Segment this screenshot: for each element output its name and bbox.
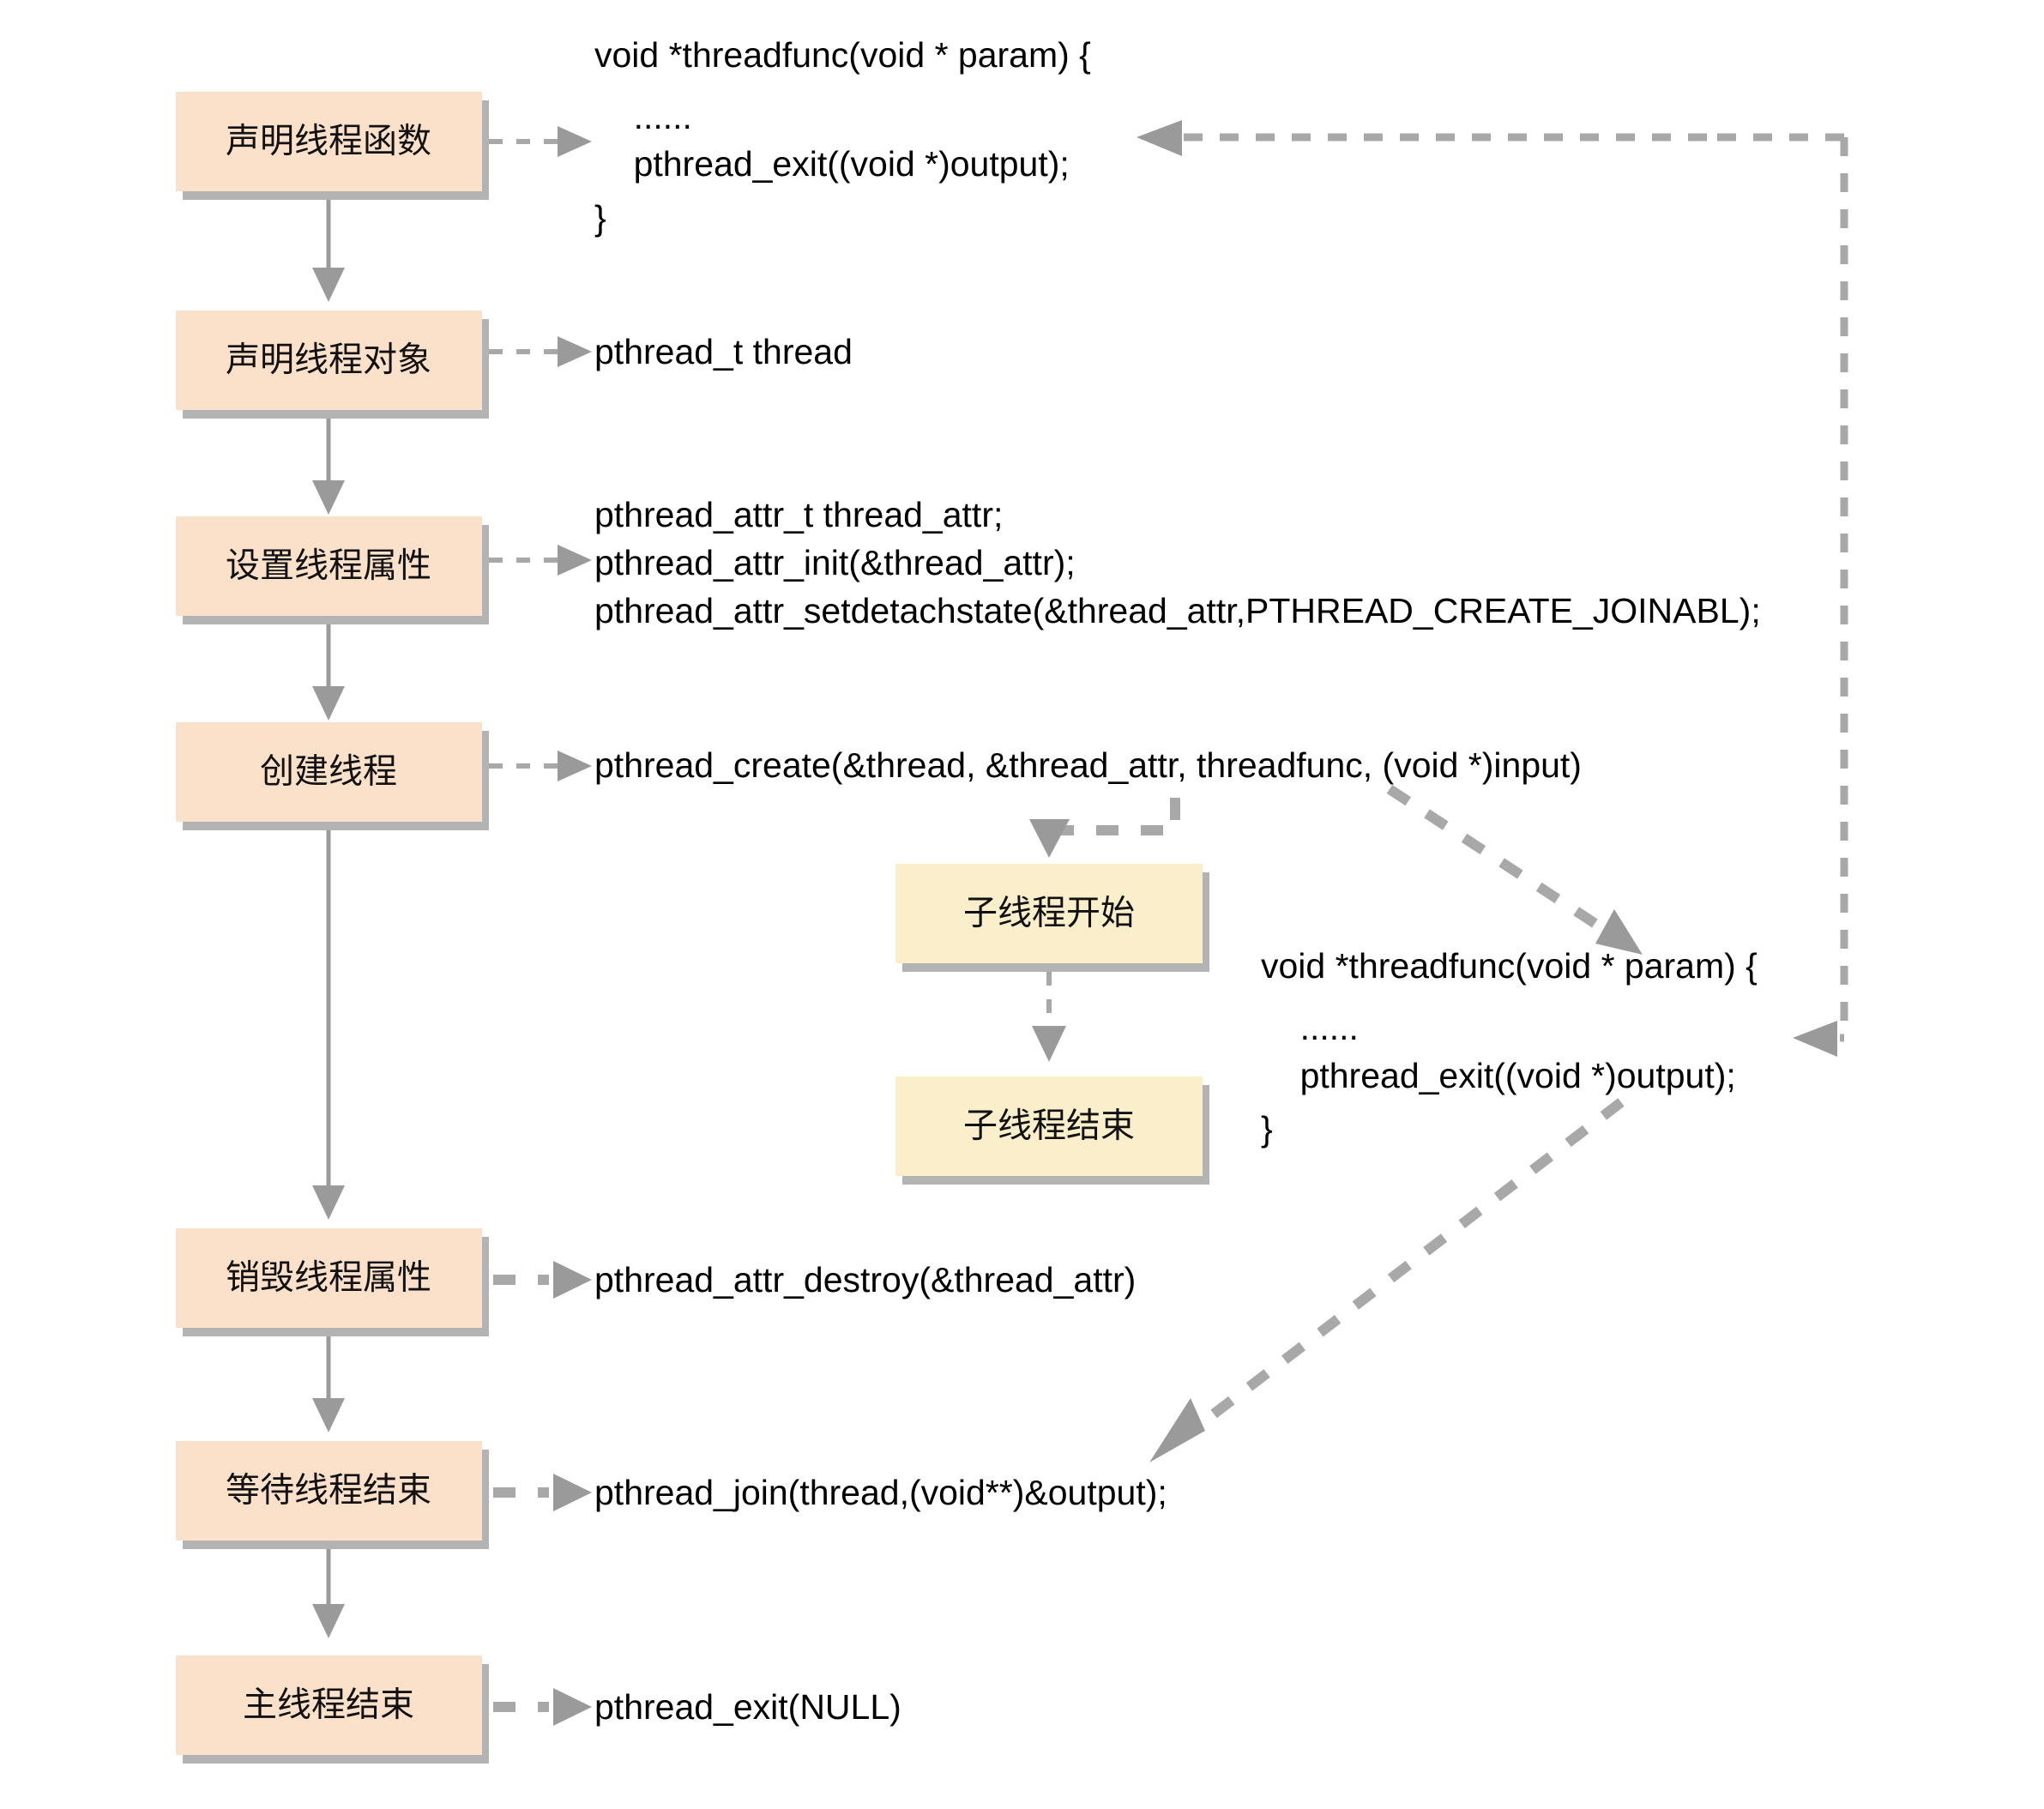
node-wait-thread-finish[interactable]: 等待线程结束 xyxy=(176,1441,489,1549)
arrow-head-down-6 xyxy=(312,1604,345,1638)
node-label: 子线程开始 xyxy=(963,895,1135,932)
node-label: 等待线程结束 xyxy=(226,1472,431,1510)
arrow-head-down-2 xyxy=(312,480,345,515)
node-label: 声明线程函数 xyxy=(226,123,431,160)
child-thread-connector xyxy=(1032,972,1066,1062)
diagonal-to-threadfunc-code xyxy=(1386,784,1643,955)
node-label: 创建线程 xyxy=(260,753,397,791)
arrow-head-return-top xyxy=(1137,120,1182,156)
callout-arrow-declare-object xyxy=(489,336,592,367)
node-child-thread-start[interactable]: 子线程开始 xyxy=(895,864,1209,972)
node-main-thread-end[interactable]: 主线程结束 xyxy=(176,1655,489,1764)
node-create-thread[interactable]: 创建线程 xyxy=(176,722,489,830)
return-path-right xyxy=(1137,120,1848,1057)
arrow-head-down-5 xyxy=(312,1398,345,1432)
node-declare-thread-object[interactable]: 声明线程对象 xyxy=(176,311,489,419)
node-child-thread-end[interactable]: 子线程结束 xyxy=(895,1076,1209,1185)
arrow-head-down-3 xyxy=(312,686,345,721)
arrow-head-return-bottom xyxy=(1793,1021,1837,1057)
node-label: 销毁线程属性 xyxy=(226,1259,431,1297)
arrow-head-down-1 xyxy=(312,268,345,302)
arrow-head-child-flow xyxy=(1032,1026,1066,1062)
node-set-thread-attributes[interactable]: 设置线程属性 xyxy=(176,516,489,624)
arrow-head-down-4 xyxy=(312,1185,345,1220)
callout-arrow-main-exit xyxy=(493,1688,592,1726)
callout-arrow-create-thread xyxy=(489,751,592,781)
node-label: 设置线程属性 xyxy=(226,547,431,585)
arrow-head-to-threadfunc xyxy=(1595,909,1643,955)
node-label: 声明线程对象 xyxy=(226,341,431,379)
node-declare-thread-function[interactable]: 声明线程函数 xyxy=(176,92,489,200)
callout-arrow-declare-function xyxy=(489,126,592,157)
arrow-head-to-child-start xyxy=(1029,819,1070,858)
callout-arrow-destroy-attributes xyxy=(493,1261,592,1299)
callout-arrow-set-attributes xyxy=(489,545,592,576)
branch-to-child-thread xyxy=(1029,798,1180,858)
node-label: 子线程结束 xyxy=(963,1107,1135,1145)
callout-arrow-join-thread xyxy=(493,1474,592,1511)
arrow-head-to-join xyxy=(1149,1398,1205,1462)
node-destroy-thread-attributes[interactable]: 销毁线程属性 xyxy=(176,1228,489,1336)
diagonal-to-join xyxy=(1149,1098,1625,1462)
node-label: 主线程结束 xyxy=(243,1686,414,1724)
